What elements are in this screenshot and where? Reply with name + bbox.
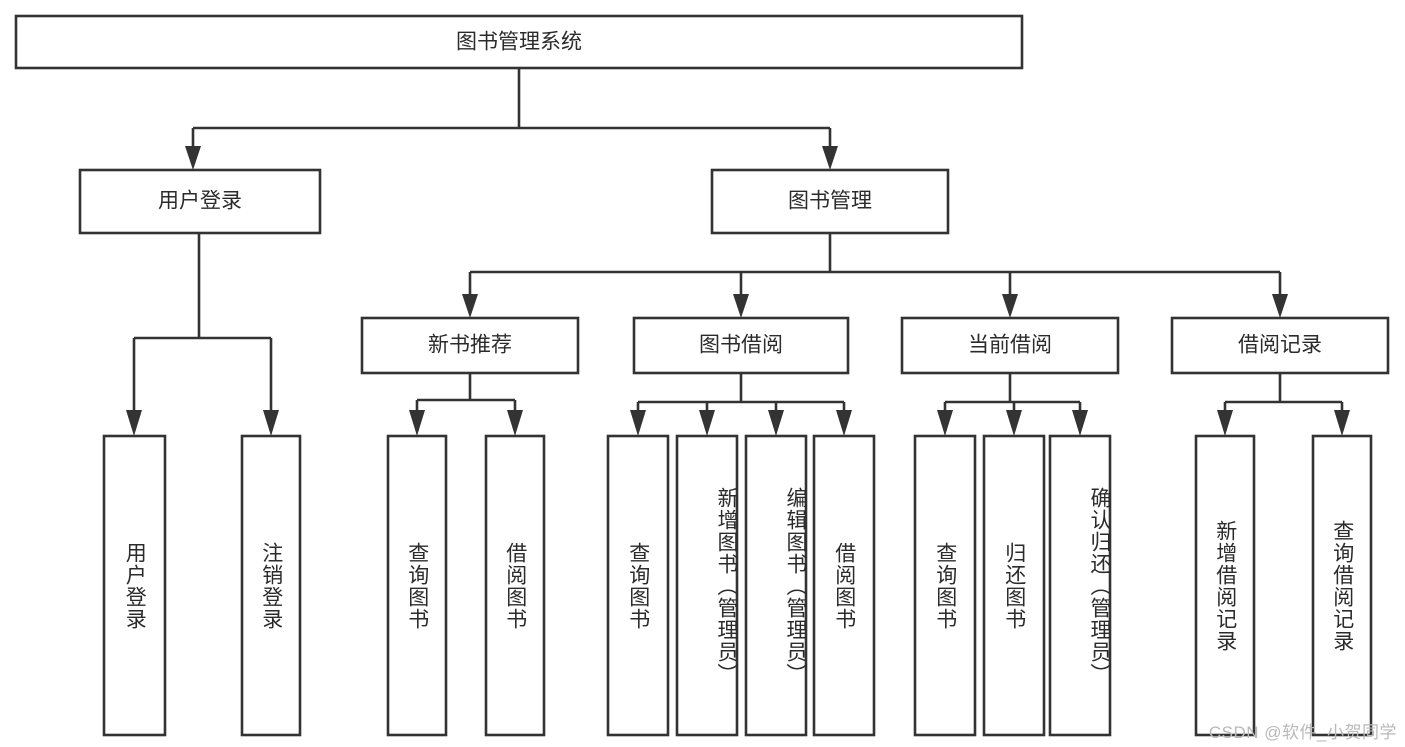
node-box-new-book-rec[interactable]: [360, 316, 580, 375]
arrowhead-leaf-user-login: [126, 410, 142, 436]
arrowhead-leaf-logout: [263, 410, 279, 436]
node-box-leaf-query-book-3[interactable]: [913, 434, 977, 737]
arrowhead-current-borrow: [1002, 294, 1018, 318]
node-box-borrow-record[interactable]: [1170, 316, 1390, 375]
node-box-leaf-add-book[interactable]: [675, 434, 739, 737]
arrowhead-leaf-add-book: [699, 410, 715, 436]
node-box-leaf-query-record[interactable]: [1311, 434, 1373, 737]
arrowhead-leaf-borrow-book-1: [507, 410, 523, 436]
node-label-current-borrow: 当前借阅: [968, 334, 1052, 357]
node-label-book-borrow: 图书借阅: [699, 334, 783, 357]
node-box-book-manage[interactable]: [710, 168, 950, 235]
arrowhead-user-login: [185, 146, 201, 170]
arrowhead-leaf-confirm-return: [1072, 410, 1088, 436]
arrowhead-leaf-add-record: [1217, 410, 1233, 436]
node-label-root: 图书管理系统: [456, 31, 582, 54]
node-box-leaf-user-login[interactable]: [102, 434, 167, 737]
node-box-user-login[interactable]: [78, 168, 322, 235]
connector-layer: [126, 68, 1350, 436]
node-box-leaf-edit-book[interactable]: [744, 434, 808, 737]
arrowhead-leaf-borrow-book-2: [836, 410, 852, 436]
node-box-leaf-query-book-2[interactable]: [606, 434, 670, 737]
node-label-new-book-rec: 新书推荐: [428, 334, 512, 357]
arrowhead-new-book-rec: [462, 294, 478, 318]
arrowhead-leaf-query-book-1: [409, 410, 425, 436]
node-box-current-borrow[interactable]: [900, 316, 1120, 375]
node-label-book-manage: 图书管理: [788, 190, 872, 213]
node-box-leaf-add-record[interactable]: [1194, 434, 1256, 737]
arrowhead-book-manage: [822, 146, 838, 170]
node-box-leaf-query-book-1[interactable]: [386, 434, 448, 737]
node-box-book-borrow[interactable]: [632, 316, 850, 375]
node-label-user-login: 用户登录: [158, 190, 242, 213]
node-layer: 图书管理系统 用户登录 图书管理 新书推荐 图书借阅 当前借阅 借阅记录: [14, 14, 1390, 737]
node-box-leaf-logout[interactable]: [240, 434, 302, 737]
node-box-leaf-borrow-book-1[interactable]: [484, 434, 546, 737]
node-box-root[interactable]: [14, 14, 1024, 70]
node-box-leaf-confirm-return[interactable]: [1048, 434, 1112, 737]
arrowhead-book-borrow: [733, 294, 749, 318]
node-label-borrow-record: 借阅记录: [1238, 334, 1322, 357]
arrowhead-leaf-return-book: [1006, 410, 1022, 436]
arrowhead-leaf-query-record: [1334, 410, 1350, 436]
arrowhead-leaf-query-book-2: [630, 410, 646, 436]
arrowhead-leaf-query-book-3: [937, 410, 953, 436]
csdn-watermark: CSDN @软件_小贺同学: [1208, 723, 1397, 742]
arrowhead-borrow-record: [1272, 294, 1288, 318]
node-box-leaf-borrow-book-2[interactable]: [812, 434, 876, 737]
node-box-leaf-return-book[interactable]: [982, 434, 1046, 737]
arrowhead-leaf-edit-book: [768, 410, 784, 436]
